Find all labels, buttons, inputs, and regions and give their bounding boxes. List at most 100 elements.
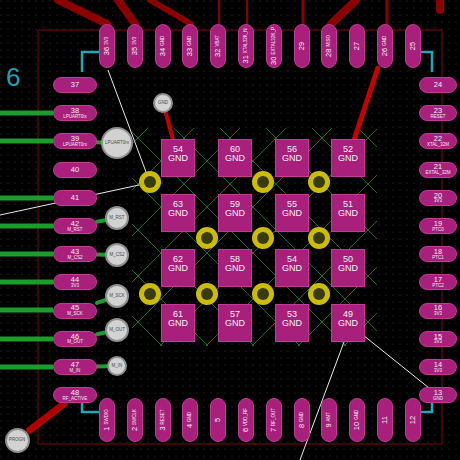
pin-number: 9 (325, 423, 333, 427)
pin-text-holder: 27 (349, 24, 365, 68)
smd-pin: 28MISO (321, 24, 337, 68)
net-name: SWDIO (105, 409, 110, 424)
net-name: EXTAL_32M (425, 171, 450, 176)
smd-pin: 4GND (182, 398, 198, 442)
pin-number: 55 (287, 200, 297, 209)
smd-pin: 7RF_OUT (266, 398, 282, 442)
net-name: M_RST (109, 216, 124, 221)
pin-number: 46 (71, 333, 79, 341)
net-name: GND (282, 154, 302, 163)
thermal-pad: 57GND (218, 304, 252, 342)
smd-pin: 26 GND (377, 24, 393, 68)
thermal-pad: 53GND (275, 304, 309, 342)
net-name: LPUART0rx (63, 143, 87, 148)
thermal-pad: 49GND (331, 304, 365, 342)
via-hole (257, 176, 269, 188)
net-name: M_CS2 (67, 256, 82, 261)
smd-pin: 443V3 (53, 274, 97, 290)
net-name: GND (282, 264, 302, 273)
net-name: 3V3 (434, 199, 442, 204)
smd-pin: 11 (377, 398, 393, 442)
pin-text-holder: 31XTAL32K_N (238, 24, 254, 68)
pin-text-holder: 11 (377, 398, 393, 442)
pin-number: 18 (434, 248, 442, 256)
pin-text-holder: 34GND (155, 24, 171, 68)
pin-number: 3 (159, 426, 167, 430)
via-hole (313, 288, 325, 300)
via-hole (144, 288, 156, 300)
net-name: 3V3 (434, 369, 442, 374)
net-name: GND (168, 264, 188, 273)
smd-pin: 48RF_ACTIVE (53, 387, 97, 403)
net-name: MISO (327, 35, 332, 47)
pin-text-holder: 33GND (182, 24, 198, 68)
thermal-pad: 54GND (161, 139, 195, 177)
net-name: XTAL32K_N (244, 28, 249, 53)
pin-number: 39 (71, 135, 79, 143)
smd-pin: 363V3 (99, 24, 115, 68)
pin-number: 51 (343, 200, 353, 209)
smd-pin: 18PTC1 (419, 246, 457, 262)
pin-text-holder: 363V3 (99, 24, 115, 68)
pin-number: 23 (434, 107, 442, 115)
net-name: M_CS2 (109, 253, 124, 258)
smd-pin: 45M_SCK (53, 303, 97, 319)
via-label: PROGN (5, 428, 30, 453)
copper-track (166, 113, 173, 139)
thermal-pad: 55GND (275, 194, 309, 232)
net-name: M_SCK (67, 312, 83, 317)
thermal-pad: 58GND (218, 249, 252, 287)
pin-number: 20 (434, 192, 442, 200)
via-hole (313, 232, 325, 244)
net-name: M_RST (67, 228, 82, 233)
net-name: GND (383, 36, 388, 46)
pin-number: 61 (173, 310, 183, 319)
pin-number: 57 (230, 310, 240, 319)
thermal-vias (139, 171, 330, 305)
pin-number: 22 (434, 135, 442, 143)
smd-pin: 19PTC0 (419, 218, 457, 234)
pin-number: 2 (131, 427, 139, 431)
via-label: LPUART0rx (101, 127, 133, 159)
via-hole (201, 232, 213, 244)
via-label: M_SCK (105, 284, 129, 308)
net-name: RESET (430, 115, 445, 120)
net-name: PTC1 (432, 256, 444, 261)
pin-number: 26 (381, 48, 389, 56)
pin-number: 62 (173, 255, 183, 264)
smd-pin: 17PTC2 (419, 274, 457, 290)
smd-pin: 143V3 (419, 359, 457, 375)
net-name: GND (282, 209, 302, 218)
smd-pin: 25 (405, 24, 421, 68)
net-name: 3V3 (434, 312, 442, 317)
pin-number: 44 (71, 276, 79, 284)
pin-number: 50 (343, 255, 353, 264)
via-ring (252, 283, 274, 305)
net-name: GND (160, 36, 165, 46)
smd-pin: 3RESET (155, 398, 171, 442)
pin-number: 27 (353, 42, 361, 50)
smd-pin: 31XTAL32K_N (238, 24, 254, 68)
smd-pin: 30EXTAL32K_P (266, 24, 282, 68)
smd-pin: 2SWCLK (127, 398, 143, 442)
net-name: M_SCK (109, 294, 125, 299)
via-label: M_CS2 (105, 243, 129, 267)
courtyard (38, 30, 442, 444)
pin-number: 33 (186, 48, 194, 56)
thermal-pad: 62GND (161, 249, 195, 287)
smd-pin: 38LPUART0tx (53, 105, 97, 121)
pin-text-holder: 10GND (349, 398, 365, 442)
pin-number: 48 (71, 389, 79, 397)
via-ring (196, 227, 218, 249)
net-name: GND (225, 264, 245, 273)
smd-pin: 41 (53, 190, 97, 206)
net-name: XTAL_32M (427, 143, 449, 148)
pin-number: 35 (131, 47, 139, 55)
pin-text-holder: 28MISO (321, 24, 337, 68)
pin-number: 54 (173, 145, 183, 154)
thermal-pad: 59GND (218, 194, 252, 232)
net-name: 3V3 (434, 340, 442, 345)
pin-number: 58 (230, 255, 240, 264)
pin-number: 49 (343, 310, 353, 319)
